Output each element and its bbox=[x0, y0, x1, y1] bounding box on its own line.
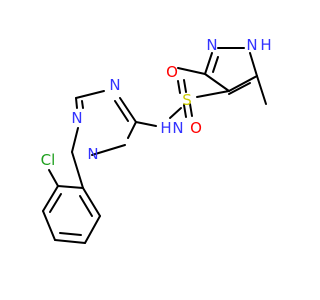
bond bbox=[196, 90, 230, 98]
atom-n-sulfonamide: N bbox=[172, 119, 183, 137]
bond bbox=[59, 232, 82, 236]
bond-lines bbox=[42, 47, 267, 244]
atom-n-triazole-top: N bbox=[109, 76, 120, 94]
bond bbox=[75, 97, 78, 109]
molecule-structure-diagram: N H N S O O N H N N N Cl bbox=[41, 36, 272, 244]
bond bbox=[204, 52, 213, 75]
bond bbox=[71, 151, 84, 189]
bond bbox=[82, 187, 101, 217]
bond bbox=[212, 56, 219, 73]
bond bbox=[81, 100, 84, 109]
bond bbox=[183, 79, 187, 93]
bond bbox=[183, 104, 187, 118]
bond bbox=[256, 75, 267, 105]
atom-labels: N H N S O O N H N N N Cl bbox=[41, 36, 272, 169]
atom-n-triazole-2: N bbox=[87, 145, 98, 163]
atom-oxygen-bottom: O bbox=[190, 119, 202, 137]
bond bbox=[42, 210, 56, 241]
bond bbox=[249, 52, 258, 77]
bond bbox=[127, 121, 137, 139]
bond bbox=[135, 121, 157, 127]
atom-h-sulfonamide: H bbox=[160, 119, 171, 137]
bond bbox=[204, 73, 230, 92]
atom-sulfur: S bbox=[182, 91, 192, 109]
bond bbox=[84, 215, 101, 244]
atom-n-triazole-1: N bbox=[71, 109, 82, 127]
bond bbox=[91, 144, 126, 156]
bond bbox=[79, 195, 93, 217]
atom-oxygen-top: O bbox=[166, 63, 178, 81]
bond bbox=[49, 193, 62, 213]
bond bbox=[189, 103, 193, 117]
bond bbox=[54, 239, 86, 244]
bond bbox=[75, 90, 105, 99]
bond bbox=[48, 169, 59, 187]
atom-n-pyrazole-2: N bbox=[206, 36, 217, 54]
bond bbox=[119, 97, 137, 123]
atom-chlorine: Cl bbox=[41, 151, 56, 169]
bond bbox=[114, 100, 129, 122]
atom-h-pyrazole-nh: H bbox=[260, 36, 271, 54]
bond bbox=[177, 80, 181, 94]
bond bbox=[42, 185, 59, 212]
bond bbox=[169, 107, 182, 119]
bond bbox=[71, 127, 79, 153]
bond bbox=[228, 82, 251, 95]
bond bbox=[57, 185, 84, 189]
bond bbox=[177, 67, 206, 75]
atom-n-pyrazole-nh: N bbox=[246, 36, 257, 54]
bond bbox=[228, 75, 258, 92]
